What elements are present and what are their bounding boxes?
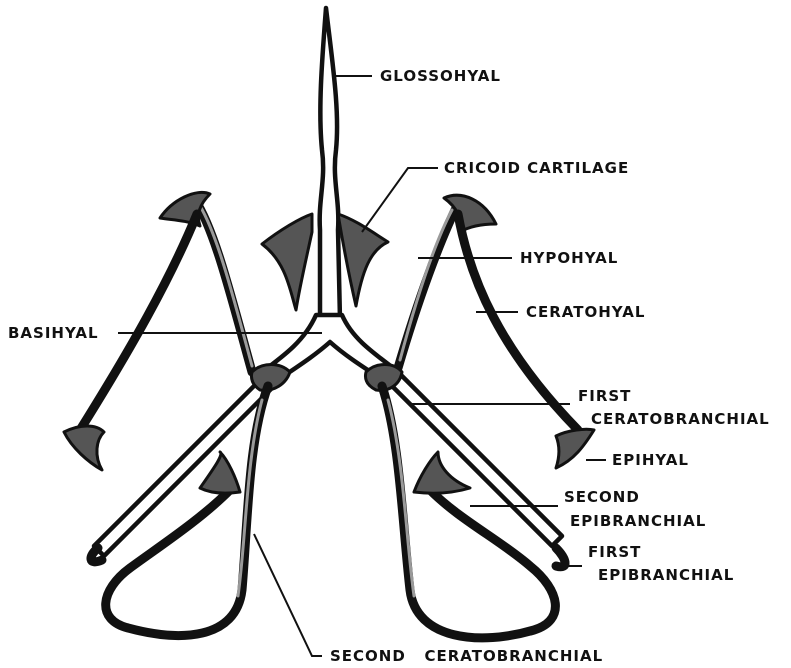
ceratohyal-right-bone — [398, 204, 458, 368]
label-cricoid-cartilage: CRICOID CARTILAGE — [444, 159, 629, 177]
label-first-epibranchial-line2: EPIBRANCHIAL — [598, 566, 734, 584]
label-second-epibranchial-line1: SECOND — [564, 488, 640, 506]
label-first-ceratobranchial-line1: FIRST — [578, 387, 631, 405]
label-glossohyal: GLOSSOHYAL — [380, 67, 501, 85]
glossohyal-bone — [320, 8, 340, 320]
label-second-epibranchial-line2: EPIBRANCHIAL — [570, 512, 706, 530]
cricoid-cartilage-left — [262, 214, 312, 310]
second-epibranchial-left — [200, 452, 240, 493]
leader-cricoid — [362, 168, 438, 232]
epihyal-left-arm — [80, 214, 197, 430]
epihyal-right-arm — [458, 214, 578, 430]
epihyal-left-foot — [64, 426, 104, 470]
label-second-ceratobranchial: SECOND CERATOBRANCHIAL — [330, 647, 603, 665]
label-first-epibranchial-line1: FIRST — [588, 543, 641, 561]
leader-second-ceratobranchial — [254, 534, 322, 656]
label-epihyal: EPIHYAL — [612, 451, 689, 469]
label-first-ceratobranchial-line2: CERATOBRANCHIAL — [591, 410, 770, 428]
first-epibranchial-right — [556, 548, 565, 567]
label-hypohyal: HYPOHYAL — [520, 249, 618, 267]
cricoid-cartilage-right — [338, 214, 388, 306]
ceratohyal-left-bone — [195, 200, 252, 372]
label-ceratohyal: CERATOHYAL — [526, 303, 645, 321]
label-basihyal: BASIHYAL — [8, 324, 99, 342]
epihyal-right-foot — [556, 429, 594, 468]
